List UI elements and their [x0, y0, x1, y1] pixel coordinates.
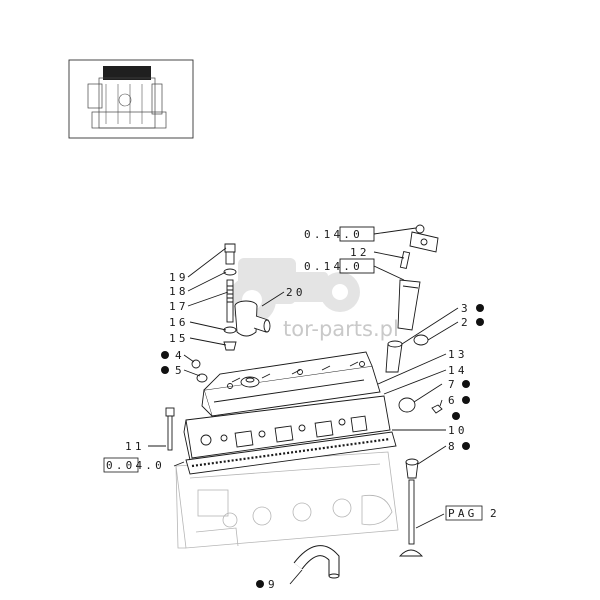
- cover-stud-assembly: [223, 243, 237, 351]
- ref-box-mid: [339, 258, 375, 274]
- callout-16: 16: [169, 316, 189, 329]
- callout-4: 4: [175, 349, 185, 362]
- bullet-5: [161, 366, 169, 374]
- bullet-extra: [452, 412, 460, 420]
- ref-0-14-0-mid: 0.14.0: [304, 260, 363, 273]
- head-gasket: [185, 431, 397, 475]
- callout-5: 5: [175, 364, 185, 377]
- ref-0-04-0: 0.04.0: [106, 459, 165, 472]
- callout-18: 18: [169, 285, 189, 298]
- callout-7: 7: [448, 378, 458, 391]
- ref-box-left: [103, 457, 139, 473]
- watermark-text: tor-parts.pl: [283, 317, 399, 341]
- callout-17: 17: [169, 300, 189, 313]
- ref-box-pag: [445, 505, 483, 521]
- bullet-markers: [161, 304, 484, 588]
- callout-14: 14: [448, 364, 468, 377]
- bullet-6: [462, 396, 470, 404]
- callout-9: 9: [268, 578, 278, 591]
- ref-pag-label: PAG: [448, 507, 477, 520]
- callout-19: 19: [169, 271, 189, 284]
- bullet-3: [476, 304, 484, 312]
- callout-13: 13: [448, 348, 468, 361]
- callout-11: 11: [125, 440, 145, 453]
- injector-assembly: [397, 224, 439, 331]
- o-ring: [413, 334, 429, 346]
- cylinder-head: [183, 395, 391, 461]
- callout-12: 12: [350, 246, 370, 259]
- cross-references: 0.14.0 0.14.0 0.04.0 PAG 2: [103, 226, 500, 521]
- head-bolt: [165, 407, 175, 451]
- cup-plug: [398, 397, 416, 413]
- ref-pag-number: 2: [490, 507, 500, 520]
- ref-box-top: [339, 226, 375, 242]
- callout-6: 6: [448, 394, 458, 407]
- ref-0-14-0-top: 0.14.0: [304, 228, 363, 241]
- injector-sleeve: [385, 340, 403, 373]
- bullet-2: [476, 318, 484, 326]
- callout-20: 20: [286, 286, 306, 299]
- callout-2: 2: [461, 316, 471, 329]
- bullet-8: [462, 442, 470, 450]
- bullet-4: [161, 351, 169, 359]
- small-screw: [431, 404, 443, 414]
- bullet-7: [462, 380, 470, 388]
- callout-10: 10: [448, 424, 468, 437]
- callout-15: 15: [169, 332, 189, 345]
- valve-and-guide: [398, 458, 424, 557]
- coolant-hose: [293, 545, 340, 579]
- callout-3: 3: [461, 302, 471, 315]
- valve-cover: [201, 351, 381, 417]
- leader-lines: [148, 227, 459, 585]
- engine-overview-thumbnail: [68, 59, 194, 139]
- callout-labels: 19 18 17 16 15 20 4 5 3 2 13 14 7 6 10 8…: [125, 246, 471, 591]
- breather-fitting: [234, 300, 271, 337]
- bullet-9: [256, 580, 264, 588]
- callout-8: 8: [448, 440, 458, 453]
